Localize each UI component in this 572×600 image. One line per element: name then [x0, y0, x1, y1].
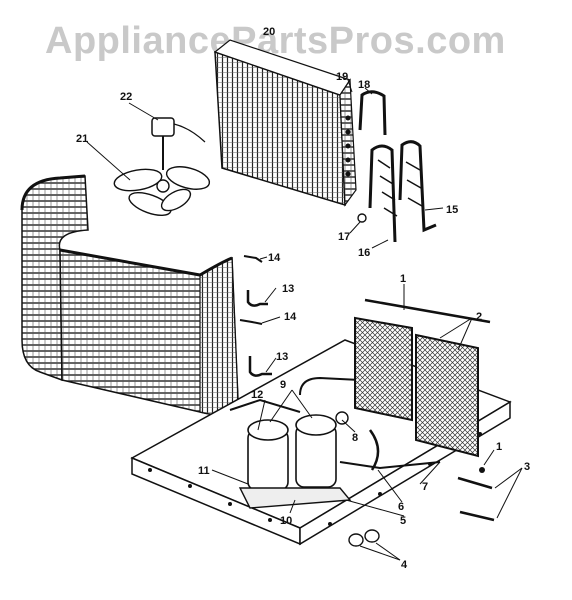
callout-22: 22: [120, 91, 132, 103]
callout-labels: 20 22 21 19 18 15 17 16 14 13 14 13 1 2 …: [76, 26, 530, 571]
callout-6: 6: [398, 501, 404, 513]
callout-16: 16: [358, 247, 370, 259]
callout-14b: 14: [284, 311, 297, 323]
tube-fittings: [239, 255, 272, 377]
air-filters: [354, 298, 491, 458]
refrigerant-tubes: [357, 90, 437, 243]
callout-20: 20: [263, 26, 275, 38]
compressors: [238, 411, 441, 509]
callout-11: 11: [198, 465, 210, 477]
callout-9: 9: [280, 379, 286, 391]
callout-14a: 14: [268, 252, 281, 264]
callout-8: 8: [352, 432, 358, 444]
callout-5: 5: [400, 515, 406, 527]
callout-3: 3: [524, 461, 530, 473]
callout-2: 2: [476, 311, 482, 323]
callout-17: 17: [338, 231, 350, 243]
service-valves: [348, 467, 495, 547]
evaporator-coil: [213, 39, 357, 207]
condenser-coil: [20, 174, 239, 415]
callout-7: 7: [422, 481, 428, 493]
leader-lines: [86, 79, 523, 561]
callout-12: 12: [251, 389, 263, 401]
callout-19: 19: [336, 71, 348, 83]
callout-10: 10: [280, 515, 292, 527]
fan-motor: [151, 117, 206, 170]
callout-21: 21: [76, 133, 88, 145]
callout-13b: 13: [276, 351, 288, 363]
callout-1b: 1: [496, 441, 502, 453]
callout-13a: 13: [282, 283, 294, 295]
fan-blade: [113, 166, 211, 217]
callout-4: 4: [401, 559, 408, 571]
callout-15: 15: [446, 204, 458, 216]
callout-18: 18: [358, 79, 370, 91]
callout-1a: 1: [400, 273, 406, 285]
